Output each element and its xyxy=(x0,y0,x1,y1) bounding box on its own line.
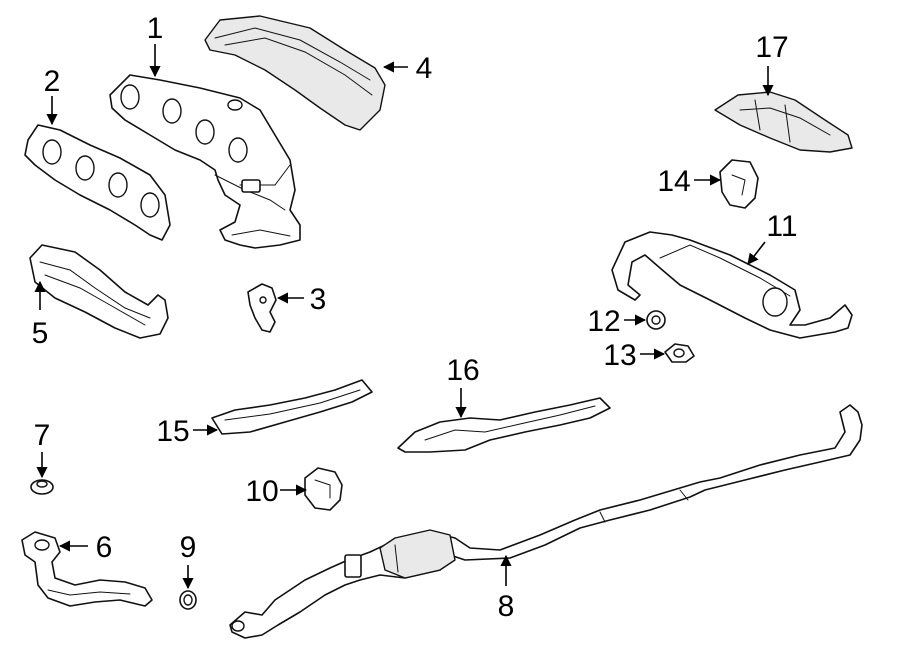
part-gasket-12[interactable] xyxy=(646,310,666,330)
part-nut[interactable] xyxy=(30,479,54,495)
callout-17: 17 xyxy=(755,31,788,64)
part-muffler[interactable] xyxy=(611,231,853,339)
part-hanger-insulator[interactable] xyxy=(304,467,343,511)
part-upper-heat-shield[interactable] xyxy=(204,15,386,131)
callout-9: 9 xyxy=(180,531,197,564)
callout-2: 2 xyxy=(44,65,61,98)
callout-10: 10 xyxy=(245,475,278,508)
callout-13: 13 xyxy=(603,339,636,372)
part-clamp[interactable] xyxy=(664,343,695,363)
part-exhaust-manifold[interactable] xyxy=(109,74,301,249)
callout-16: 16 xyxy=(446,354,479,387)
part-heat-insulator-15[interactable] xyxy=(211,379,373,435)
callout-12: 12 xyxy=(587,305,620,338)
callout-3: 3 xyxy=(310,283,327,316)
part-heat-insulator-16[interactable] xyxy=(397,397,611,453)
callout-1: 1 xyxy=(147,12,164,45)
callout-8: 8 xyxy=(498,590,515,623)
part-hanger-14[interactable] xyxy=(719,159,759,209)
part-center-exhaust-pipe[interactable] xyxy=(229,404,863,639)
callout-4: 4 xyxy=(416,52,433,85)
callout-6: 6 xyxy=(96,531,113,564)
part-front-pipe[interactable] xyxy=(21,531,153,607)
part-bracket[interactable] xyxy=(247,283,277,333)
part-lower-heat-shield[interactable] xyxy=(29,244,169,339)
part-gasket-ring[interactable] xyxy=(179,590,197,610)
part-rear-heat-shield[interactable] xyxy=(714,91,853,153)
callout-11: 11 xyxy=(766,210,797,243)
part-manifold-gasket[interactable] xyxy=(24,124,171,241)
callout-7: 7 xyxy=(34,419,51,452)
leader-11 xyxy=(747,241,766,265)
callout-14: 14 xyxy=(657,165,690,198)
callout-5: 5 xyxy=(32,317,49,350)
callout-15: 15 xyxy=(156,415,189,448)
